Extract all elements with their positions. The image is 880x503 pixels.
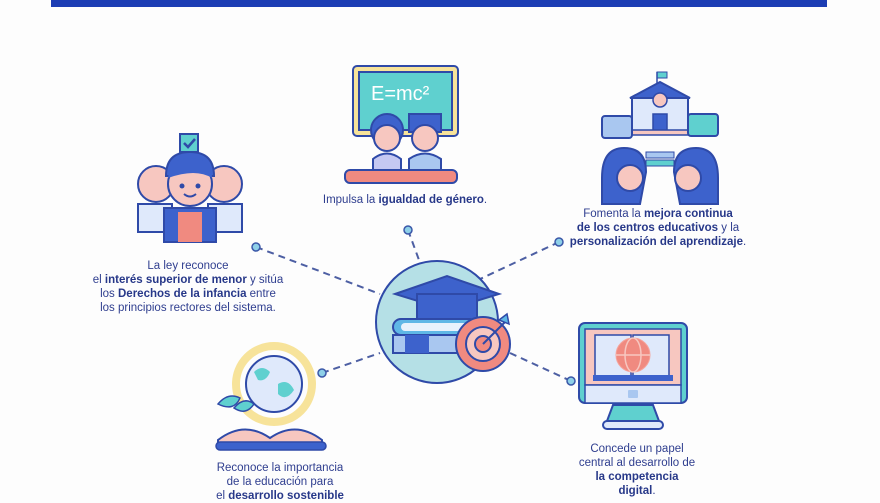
- caption-line: la competencia: [527, 470, 747, 484]
- emphasis-text: personalización del aprendizaje: [569, 236, 743, 248]
- header-bar: [51, 0, 827, 7]
- caption-text: entre: [246, 288, 276, 300]
- connector-dot: [251, 242, 261, 252]
- emphasis-text: mejora continua: [643, 208, 733, 220]
- caption-text: los principios rectores del sistema.: [100, 302, 276, 314]
- caption-text: y sitúa: [246, 274, 284, 286]
- connector-dot: [317, 368, 327, 378]
- emphasis-text: de los centros educativos: [576, 222, 719, 234]
- children-checkbox-icon: [137, 133, 243, 243]
- caption-line: Fomenta la mejora continua: [548, 207, 768, 221]
- caption-line: La ley reconoce: [78, 259, 298, 273]
- caption-text: .: [652, 485, 656, 497]
- emphasis-text: digital: [618, 485, 653, 497]
- caption-sustainable-development: Reconoce la importancia de la educación p…: [170, 461, 390, 503]
- caption-line: personalización del aprendizaje.: [548, 235, 768, 249]
- caption-text: Impulsa la: [322, 194, 379, 206]
- caption-text: el: [216, 490, 229, 502]
- caption-line: el interés superior de menor y sitúa: [78, 273, 298, 287]
- svg-text:E=mc²: E=mc²: [371, 83, 430, 105]
- caption-line: Concede un papel: [527, 442, 747, 456]
- caption-text: los: [100, 288, 118, 300]
- caption-text: La ley reconoce: [147, 260, 229, 272]
- caption-line: los principios rectores del sistema.: [78, 301, 298, 315]
- caption-line: de la educación para: [170, 475, 390, 489]
- caption-digital-competence: Concede un papel central al desarrollo de…: [527, 442, 747, 498]
- blackboard-students-icon: E=mc²: [344, 65, 459, 184]
- emphasis-text: la competencia: [595, 471, 679, 483]
- caption-text: central al desarrollo de: [578, 457, 696, 469]
- caption-text: Concede un papel: [590, 443, 684, 455]
- caption-text: de la educación para: [226, 476, 334, 488]
- connector-dot: [566, 376, 576, 386]
- caption-text: Reconoce la importancia: [216, 462, 344, 474]
- emphasis-text: desarrollo sostenible: [228, 490, 344, 502]
- graduation-cap-books-target-icon: [375, 260, 511, 384]
- connector-dot: [554, 237, 564, 247]
- caption-text: Fomenta la: [583, 208, 644, 220]
- school-dialogue-icon: [601, 71, 719, 205]
- connector-dot: [403, 225, 413, 235]
- caption-line: central al desarrollo de: [527, 456, 747, 470]
- emphasis-text: igualdad de género: [378, 194, 484, 206]
- caption-text: .: [743, 236, 747, 248]
- globe-leaves-book-icon: [215, 342, 327, 451]
- caption-line: los Derechos de la infancia entre: [78, 287, 298, 301]
- caption-text: y la: [718, 222, 740, 234]
- caption-line: el desarrollo sostenible: [170, 489, 390, 503]
- caption-text: .: [483, 194, 488, 206]
- caption-line: digital.: [527, 484, 747, 498]
- emphasis-text: Derechos de la infancia: [118, 288, 247, 300]
- monitor-book-globe-icon: [578, 322, 688, 430]
- emphasis-text: interés superior de menor: [104, 274, 247, 286]
- caption-line: de los centros educativos y la: [548, 221, 768, 235]
- caption-gender-equality: Impulsa la igualdad de género.: [290, 193, 520, 207]
- caption-text: el: [92, 274, 105, 286]
- caption-line: Reconoce la importancia: [170, 461, 390, 475]
